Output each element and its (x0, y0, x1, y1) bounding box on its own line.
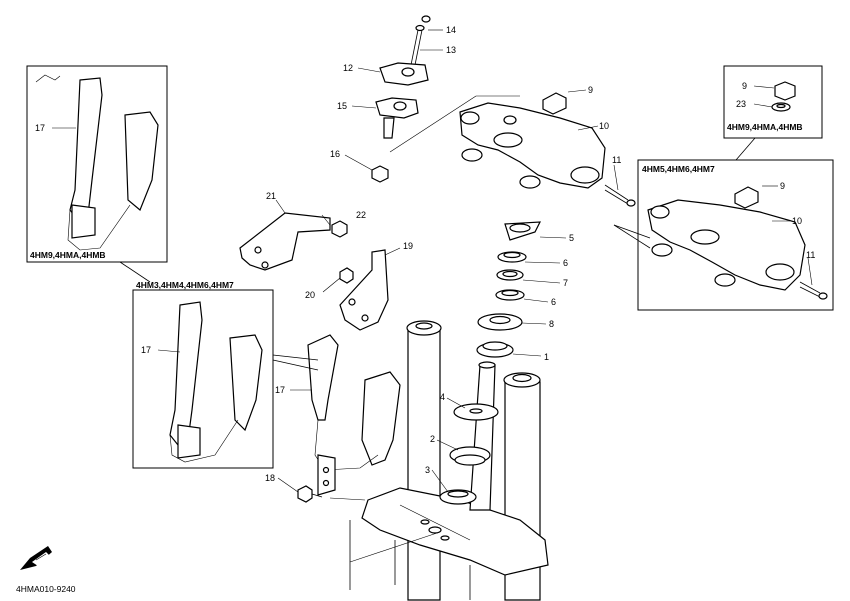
callout-17-mid: 17 (141, 345, 151, 355)
front-direction-arrow-icon (20, 546, 52, 570)
detail-box-top-right (723, 65, 823, 161)
callout-21: 21 (266, 191, 276, 201)
detail-box-mid-left (132, 289, 319, 469)
detail-box-top-left (26, 65, 168, 283)
callout-23: 23 (736, 99, 746, 109)
callout-11-main: 11 (612, 155, 621, 165)
box-label-mid-left: 4HM3,4HM4,4HM6,4HM7 (136, 280, 234, 290)
callout-14: 14 (446, 25, 456, 35)
detail-box-mid-right (613, 159, 834, 311)
callout-19: 19 (403, 241, 413, 251)
callout-22: 22 (356, 210, 366, 220)
callout-6a: 6 (563, 258, 568, 268)
handlebar-holder (371, 15, 431, 183)
callout-9-box: 9 (742, 81, 747, 91)
callout-9-right: 9 (780, 181, 785, 191)
callout-20: 20 (305, 290, 315, 300)
callout-15: 15 (337, 101, 347, 111)
callout-10-right: 10 (792, 216, 802, 226)
callouts: 1 2 3 4 5 6 7 6 8 9 10 11 12 13 14 15 16… (35, 25, 815, 483)
callout-3: 3 (425, 465, 430, 475)
upper-bracket-main (459, 92, 636, 207)
steering-stem (469, 361, 496, 511)
callout-16: 16 (330, 149, 340, 159)
callout-17-left: 17 (35, 123, 45, 133)
front-fork-assembly (349, 320, 549, 601)
box-label-top-left: 4HM9,4HMA,4HMB (30, 250, 106, 260)
callout-11-right: 11 (806, 250, 815, 260)
callout-7: 7 (563, 278, 568, 288)
callout-17-center: 17 (275, 385, 285, 395)
callout-12: 12 (343, 63, 353, 73)
callout-4: 4 (440, 392, 445, 402)
box-label-mid-right: 4HM5,4HM6,4HM7 (642, 164, 715, 174)
callout-1: 1 (544, 352, 549, 362)
callout-5: 5 (569, 233, 574, 243)
drawing-code: 4HMA010-9240 (16, 584, 76, 594)
callout-13: 13 (446, 45, 456, 55)
callout-9-main: 9 (588, 85, 593, 95)
center-bracket-17 (297, 334, 401, 503)
callout-6b: 6 (551, 297, 556, 307)
callout-2: 2 (430, 434, 435, 444)
callout-8: 8 (549, 319, 554, 329)
box-label-top-right: 4HM9,4HMA,4HMB (727, 122, 803, 132)
box-labels: 4HM9,4HMA,4HMB 4HM3,4HM4,4HM6,4HM7 4HM9,… (30, 122, 803, 290)
callout-18: 18 (265, 473, 275, 483)
headlight-stays (239, 212, 389, 331)
leader-lines (52, 29, 813, 563)
callout-10-main: 10 (599, 121, 609, 131)
